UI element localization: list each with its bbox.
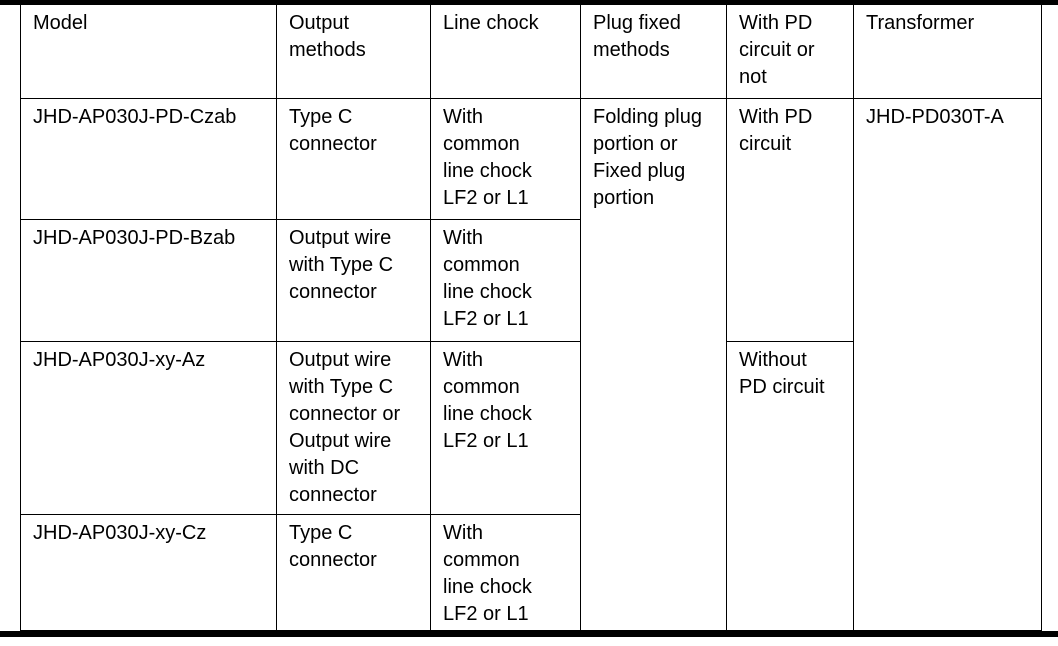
cell-line-chock-1: With common line chock LF2 or L1 bbox=[430, 219, 581, 342]
cell-with-pd-circuit: With PD circuit bbox=[726, 98, 854, 342]
header-line-chock: Line chock bbox=[430, 4, 581, 99]
table-row: JHD-AP030J-PD-Bzab Output wire with Type… bbox=[20, 219, 1042, 342]
model-spec-table: Model Output methods Line chock Plug fix… bbox=[20, 4, 1042, 631]
cell-model-1: JHD-AP030J-PD-Bzab bbox=[20, 219, 277, 342]
table-row: JHD-AP030J-xy-Az Output wire with Type C… bbox=[20, 341, 1042, 631]
top-horizontal-rule bbox=[0, 0, 1058, 5]
bottom-horizontal-rule bbox=[0, 631, 1058, 637]
cell-model-0: JHD-AP030J-PD-Czab bbox=[20, 98, 277, 220]
header-row: Model Output methods Line chock Plug fix… bbox=[20, 4, 1042, 99]
cell-model-2: JHD-AP030J-xy-Az bbox=[20, 341, 277, 515]
header-plug-fixed-methods: Plug fixed methods bbox=[580, 4, 727, 99]
cell-output-0: Type C connector bbox=[276, 98, 431, 220]
cell-transformer-merged: JHD-PD030T-A bbox=[853, 98, 1042, 631]
cell-model-3: JHD-AP030J-xy-Cz bbox=[20, 514, 277, 631]
header-model: Model bbox=[20, 4, 277, 99]
cell-line-chock-3: With common line chock LF2 or L1 bbox=[430, 514, 581, 631]
cell-output-3: Type C connector bbox=[276, 514, 431, 631]
table-row: JHD-AP030J-xy-Cz Type C connector With c… bbox=[20, 514, 1042, 631]
cell-without-pd-circuit: Without PD circuit bbox=[726, 341, 854, 631]
table-row: JHD-AP030J-PD-Czab Type C connector With… bbox=[20, 98, 1042, 631]
cell-line-chock-2: With common line chock LF2 or L1 bbox=[430, 341, 581, 515]
cell-output-2: Output wire with Type C connector or Out… bbox=[276, 341, 431, 515]
header-transformer: Transformer bbox=[853, 4, 1042, 99]
cell-output-1: Output wire with Type C connector bbox=[276, 219, 431, 342]
cell-plug-fixed-merged: Folding plug portion or Fixed plug porti… bbox=[580, 98, 727, 631]
header-pd-circuit: With PD circuit or not bbox=[726, 4, 854, 99]
header-output-methods: Output methods bbox=[276, 4, 431, 99]
cell-line-chock-0: With common line chock LF2 or L1 bbox=[430, 98, 581, 220]
